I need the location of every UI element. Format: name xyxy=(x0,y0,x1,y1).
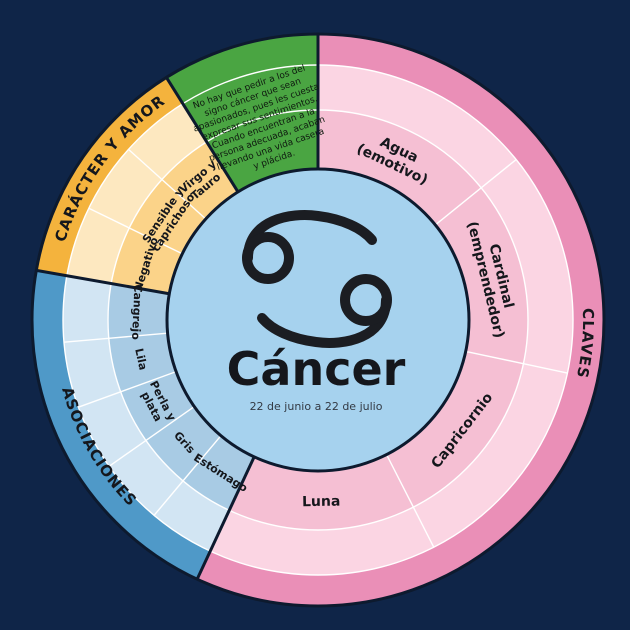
asoc-divider-outer-3 xyxy=(78,391,121,408)
sign-dates: 22 de junio a 22 de julio xyxy=(250,400,383,413)
caracter-inner xyxy=(111,141,238,294)
outer-rim xyxy=(30,32,606,608)
claves-label-3-line-0: Luna xyxy=(302,494,341,511)
asociaciones-cells xyxy=(63,275,230,552)
asoc-divider-inner-4 xyxy=(108,332,168,340)
asoc-divider-inner-2 xyxy=(145,406,195,442)
claves-divider-outer-1 xyxy=(480,158,517,189)
car-divider-inner-1 xyxy=(128,227,183,255)
sector-boundary-1 xyxy=(195,456,256,580)
car-divider-outer-2 xyxy=(128,148,163,181)
asociaciones-band xyxy=(31,270,211,580)
caracter-band xyxy=(36,77,183,276)
center-disc xyxy=(165,167,471,473)
sector-boundary-2 xyxy=(36,268,170,296)
wheel-dividers xyxy=(30,32,606,608)
caracter-cells xyxy=(66,103,207,284)
sector-boundary-3 xyxy=(165,76,240,193)
claves-inner xyxy=(229,110,528,530)
asociaciones-label-0: Cangrejo xyxy=(129,284,144,340)
asociaciones-label-0-line-0: Cangrejo xyxy=(129,284,144,340)
claves-label-3: Luna xyxy=(302,494,341,511)
cancer-glyph-icon xyxy=(242,210,392,348)
asoc-divider-outer-2 xyxy=(108,439,147,467)
asociaciones-label-1: Lila xyxy=(132,347,149,371)
sign-title: Cáncer xyxy=(227,342,406,396)
green-sector xyxy=(166,34,318,192)
asoc-divider-outer-4 xyxy=(63,337,109,343)
asociaciones-inner xyxy=(107,283,255,511)
claves-divider-inner-2 xyxy=(465,350,524,365)
claves-cells xyxy=(210,65,573,575)
claves-divider-outer-3 xyxy=(412,506,435,548)
asociaciones-label-1-line-0: Lila xyxy=(132,347,149,371)
car-divider-inner-2 xyxy=(161,178,207,220)
asoc-divider-outer-1 xyxy=(153,480,184,516)
claves-divider-inner-3 xyxy=(385,454,414,508)
claves-divider-outer-2 xyxy=(523,362,568,374)
car-divider-outer-1 xyxy=(88,207,130,229)
wheel-sectors xyxy=(31,34,604,606)
claves-divider-inner-1 xyxy=(434,187,482,226)
asoc-divider-inner-3 xyxy=(120,370,177,393)
asoc-divider-inner-1 xyxy=(182,435,222,482)
